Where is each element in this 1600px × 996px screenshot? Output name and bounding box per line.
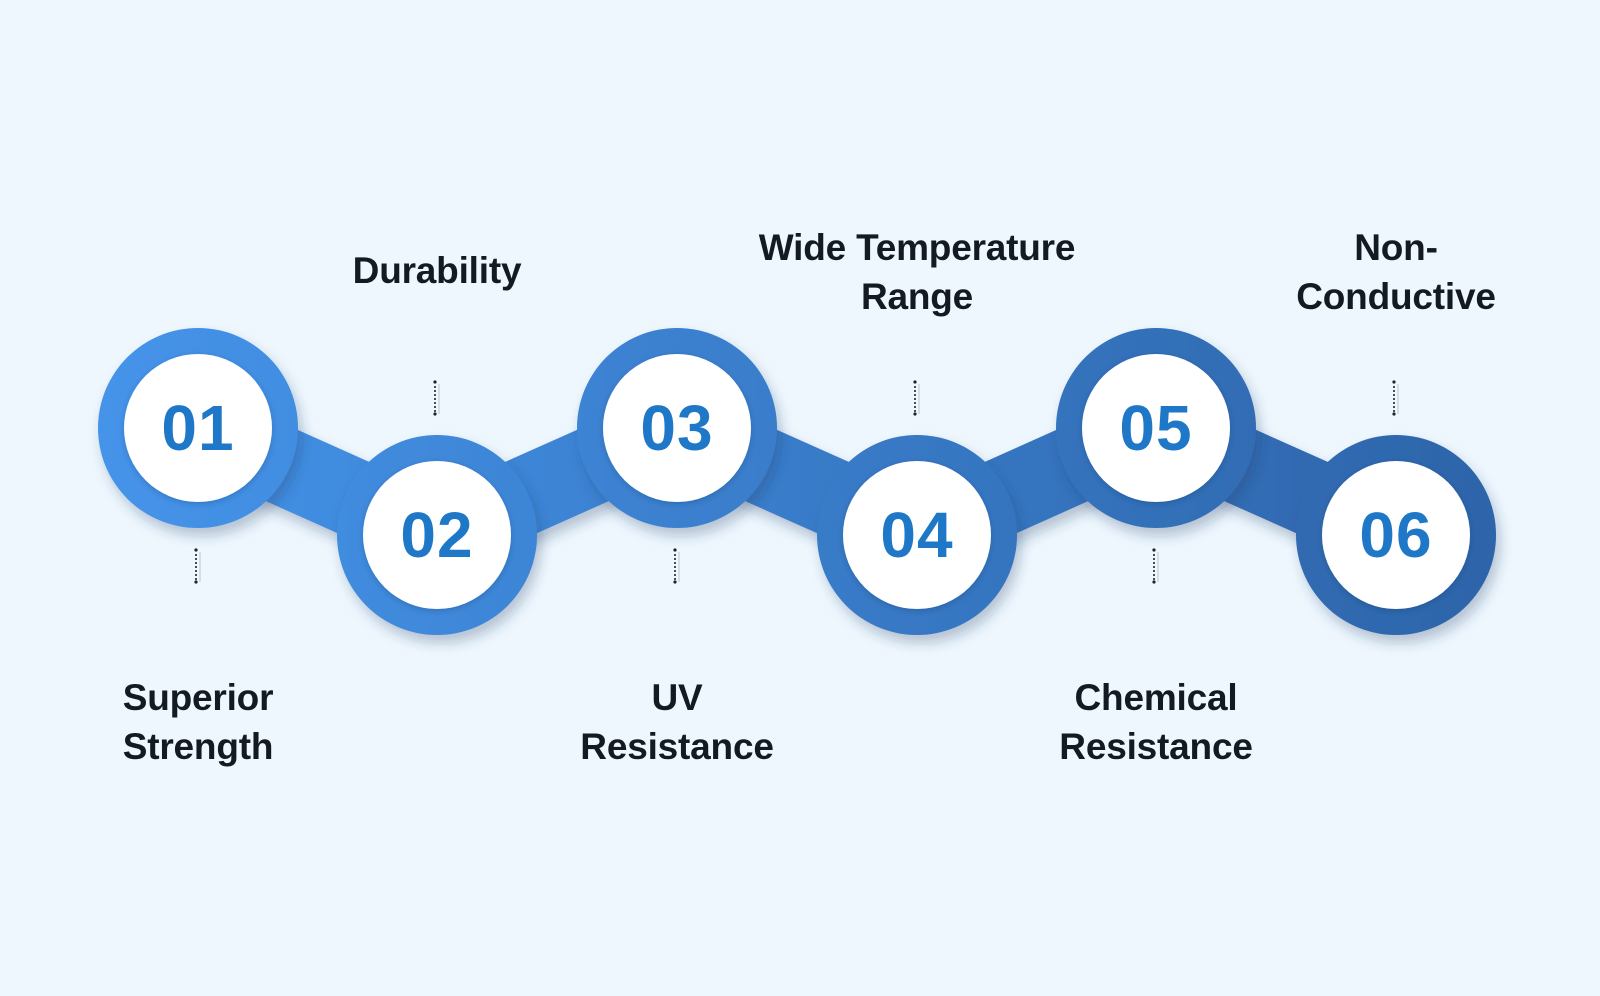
step-disc-04 xyxy=(843,461,991,609)
step-label-line: Non- xyxy=(1354,227,1438,268)
step-number: 04 xyxy=(880,499,953,571)
chain-joint xyxy=(283,451,352,512)
connector-marker xyxy=(1392,380,1399,416)
connector-marker xyxy=(913,380,920,416)
step-disc-05 xyxy=(1082,354,1230,502)
connector-marker xyxy=(194,548,201,584)
connector-marker xyxy=(433,380,440,416)
step-label-line: Chemical xyxy=(1074,677,1238,718)
step-number: 02 xyxy=(400,499,473,571)
step-label-line: UV xyxy=(651,677,703,718)
step-label-line: Conductive xyxy=(1296,276,1496,317)
step-label-line: Superior xyxy=(122,677,274,718)
step-label-line: Resistance xyxy=(580,726,774,767)
step-number: 03 xyxy=(640,392,713,464)
step-label-line: Wide Temperature xyxy=(758,227,1076,268)
step-number: 05 xyxy=(1119,392,1192,464)
step-label-line: Durability xyxy=(352,250,522,291)
chain-joint xyxy=(1242,451,1310,512)
chain-joint xyxy=(1002,451,1071,512)
step-disc-06 xyxy=(1322,461,1470,609)
step-label-line: Range xyxy=(860,276,974,317)
step-number: 01 xyxy=(161,392,234,464)
step-label-line: Resistance xyxy=(1059,726,1253,767)
chain-joint xyxy=(523,451,591,512)
chain-joint xyxy=(763,451,831,512)
step-disc-03 xyxy=(603,354,751,502)
step-disc-01 xyxy=(124,354,272,502)
connector-marker xyxy=(1152,548,1159,584)
step-label-line: Strength xyxy=(122,726,274,767)
step-label: Non- Conductive xyxy=(1296,223,1496,321)
step-label: UV Resistance xyxy=(580,673,774,771)
step-label: Durability xyxy=(353,246,522,295)
step-disc-02 xyxy=(363,461,511,609)
connector-marker xyxy=(673,548,680,584)
step-number: 06 xyxy=(1359,499,1432,571)
